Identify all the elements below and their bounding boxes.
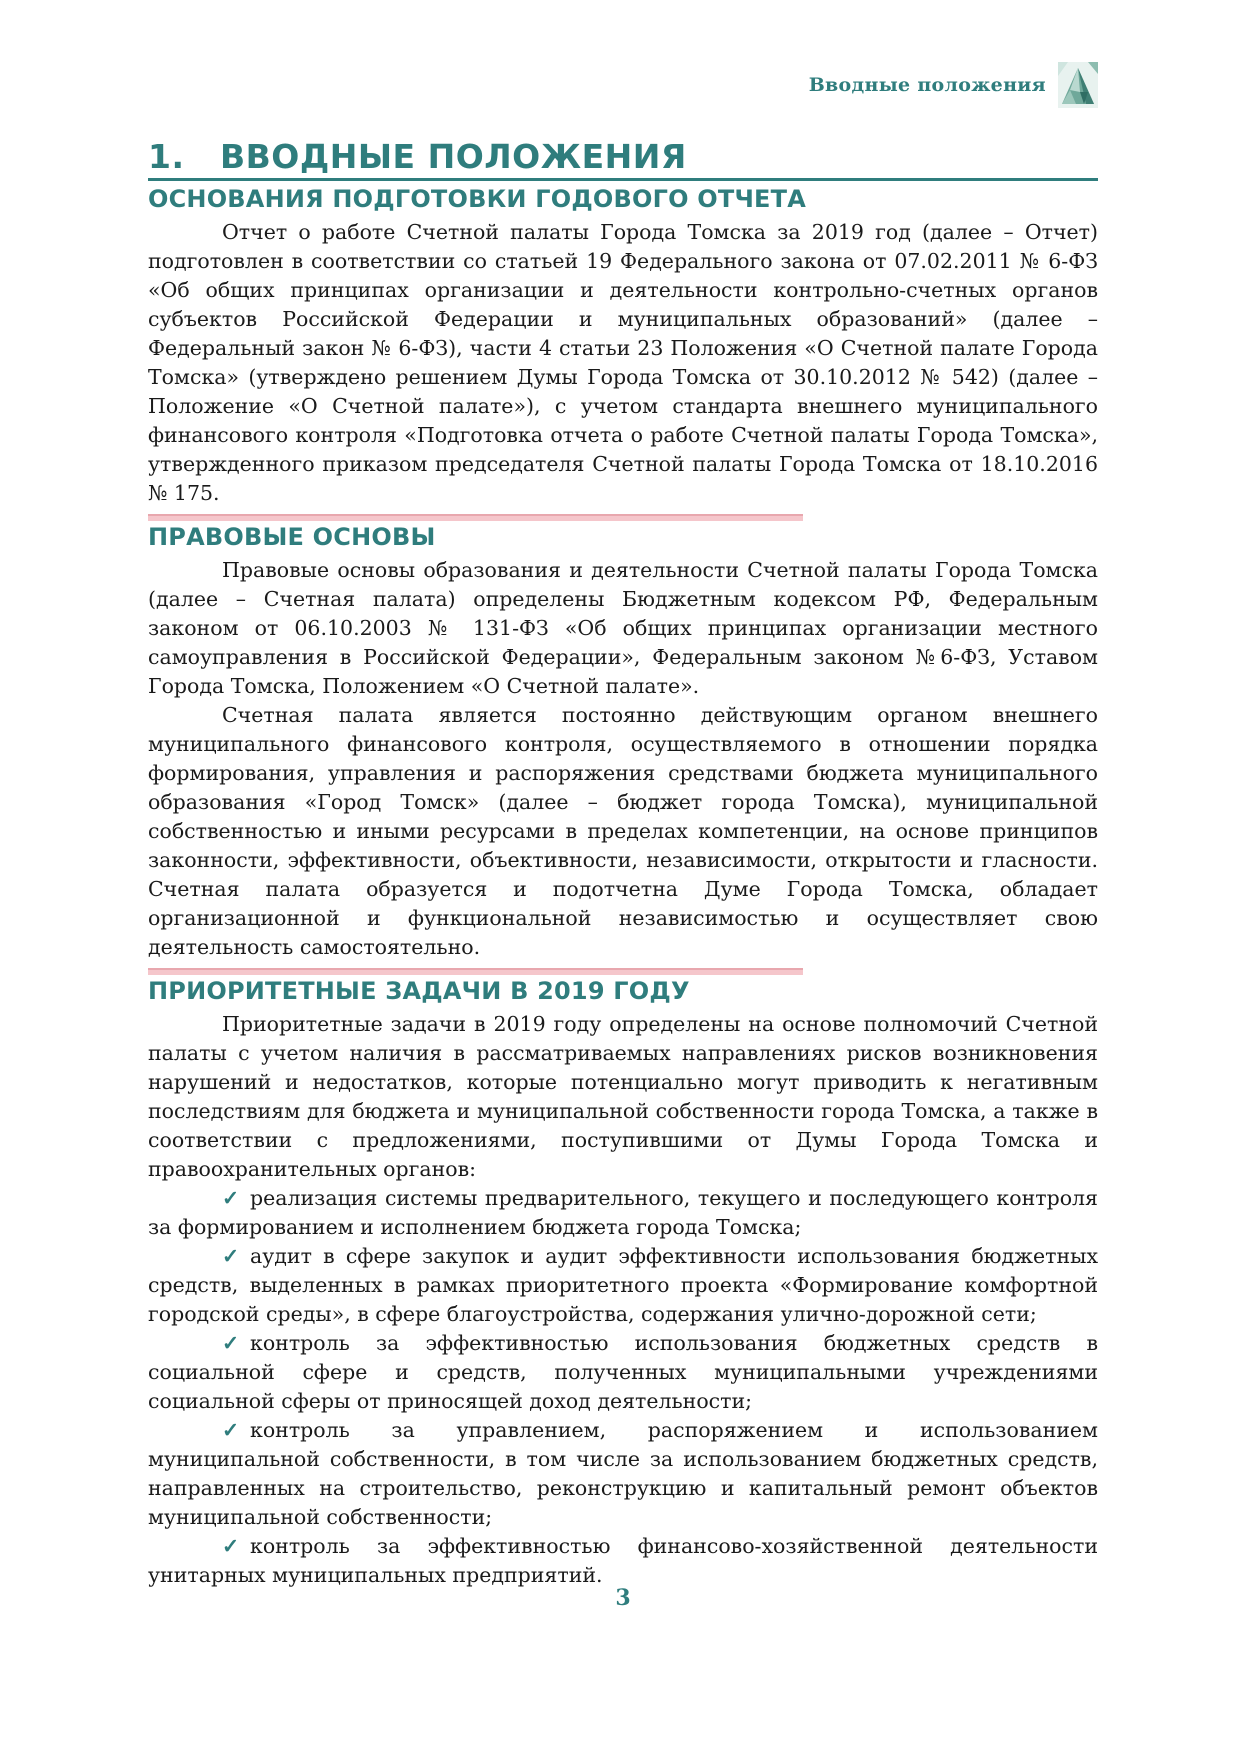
checkmark-icon: ✓ bbox=[222, 1331, 240, 1355]
checkmark-icon: ✓ bbox=[222, 1186, 240, 1210]
section-legal-basis: ПРАВОВЫЕ ОСНОВЫ Правовые основы образова… bbox=[148, 520, 1098, 975]
list-item-text: контроль за управлением, распоряжением и… bbox=[148, 1418, 1098, 1529]
paragraph: Отчет о работе Счетной палаты Города Том… bbox=[148, 220, 1098, 505]
chapter-title: 1. ВВОДНЫЕ ПОЛОЖЕНИЯ bbox=[148, 126, 1098, 181]
section-heading: ПРИОРИТЕТНЫЕ ЗАДАЧИ В 2019 ГОДУ bbox=[148, 977, 690, 1005]
list-item: ✓аудит в сфере закупок и аудит эффективн… bbox=[148, 1242, 1098, 1329]
section-heading: ОСНОВАНИЯ ПОДГОТОВКИ ГОДОВОГО ОТЧЕТА bbox=[148, 185, 806, 213]
list-item: ✓контроль за управлением, распоряжением … bbox=[148, 1416, 1098, 1532]
list-item: ✓контроль за эффективностью использовани… bbox=[148, 1329, 1098, 1416]
checkmark-icon: ✓ bbox=[222, 1418, 240, 1442]
list-item: ✓контроль за эффективностью финансово-хо… bbox=[148, 1532, 1098, 1590]
checkmark-icon: ✓ bbox=[222, 1244, 240, 1268]
paragraph: Приоритетные задачи в 2019 году определе… bbox=[148, 1012, 1098, 1181]
section-divider bbox=[148, 968, 803, 975]
section-basis: ОСНОВАНИЯ ПОДГОТОВКИ ГОДОВОГО ОТЧЕТА Отч… bbox=[148, 182, 1098, 521]
running-header-title: Вводные положения bbox=[808, 74, 1046, 96]
list-item: ✓реализация системы предварительного, те… bbox=[148, 1184, 1098, 1242]
list-item-text: реализация системы предварительного, тек… bbox=[148, 1186, 1098, 1239]
list-item-text: аудит в сфере закупок и аудит эффективно… bbox=[148, 1244, 1098, 1326]
list-item-text: контроль за эффективностью использования… bbox=[148, 1331, 1098, 1413]
chapter-title-text: ВВОДНЫЕ ПОЛОЖЕНИЯ bbox=[220, 137, 687, 176]
chapter-number: 1. bbox=[148, 137, 185, 176]
checkmark-icon: ✓ bbox=[222, 1534, 240, 1558]
paragraph: Счетная палата является постоянно действ… bbox=[148, 703, 1098, 959]
list-item-text: контроль за эффективностью финансово-хоз… bbox=[148, 1534, 1098, 1587]
triangle-mosaic-logo-icon bbox=[1058, 62, 1098, 108]
section-priorities: ПРИОРИТЕТНЫЕ ЗАДАЧИ В 2019 ГОДУ Приорите… bbox=[148, 974, 1098, 1590]
section-heading: ПРАВОВЫЕ ОСНОВЫ bbox=[148, 523, 436, 551]
running-header: Вводные положения bbox=[809, 60, 1098, 110]
paragraph: Правовые основы образования и деятельнос… bbox=[148, 558, 1098, 698]
section-divider bbox=[148, 514, 803, 521]
page-number: 3 bbox=[615, 1585, 631, 1611]
